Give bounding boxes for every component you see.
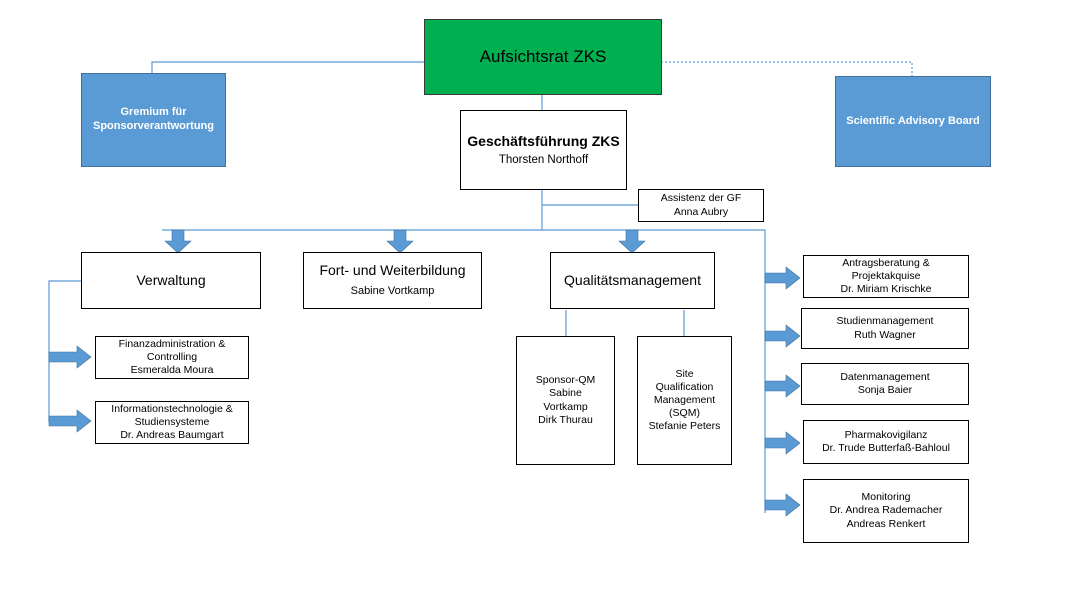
site-qm-line4: (SQM)	[669, 407, 700, 420]
connector-board-advisory	[661, 61, 913, 76]
study-management-line2: Ruth Wagner	[854, 328, 916, 341]
sponsor-qm-line2: Sabine	[549, 387, 582, 400]
it-box: Informationstechnologie & Studiensysteme…	[95, 401, 249, 444]
quality-box: Qualitätsmanagement	[550, 252, 715, 309]
it-line1: Informationstechnologie &	[111, 402, 233, 415]
site-qm-line1: Site	[675, 367, 694, 380]
arrow-right-proposal	[764, 266, 801, 290]
connector-distribution-bar	[162, 229, 766, 513]
arrow-right-monitoring	[764, 493, 801, 517]
admin-title: Verwaltung	[136, 271, 206, 288]
sponsor-qm-box: Sponsor-QM Sabine Vortkamp Dirk Thurau	[516, 336, 615, 465]
assistant-person: Anna Aubry	[673, 205, 729, 218]
arrow-down-training	[386, 229, 414, 254]
study-management-box: Studienmanagement Ruth Wagner	[801, 308, 969, 349]
arrow-right-study	[764, 324, 801, 348]
monitoring-line2: Dr. Andrea Rademacher	[829, 504, 943, 517]
arrow-down-quality	[618, 229, 646, 254]
data-management-box: Datenmanagement Sonja Baier	[801, 363, 969, 405]
finance-person: Esmeralda Moura	[130, 364, 214, 377]
board-box: Aufsichtsrat ZKS	[424, 19, 662, 95]
site-qm-line2: Qualification	[655, 380, 714, 393]
arrow-right-pv	[764, 431, 801, 455]
arrow-right-data	[764, 374, 801, 398]
finance-line1: Finanzadministration &	[118, 337, 226, 350]
monitoring-box: Monitoring Dr. Andrea Rademacher Andreas…	[803, 479, 969, 543]
pharmacovigilance-box: Pharmakovigilanz Dr. Trude Butterfaß-Bah…	[803, 420, 969, 464]
board-title: Aufsichtsrat ZKS	[479, 47, 607, 67]
training-box: Fort- und Weiterbildung Sabine Vortkamp	[303, 252, 482, 309]
management-title: Geschäftsführung ZKS	[467, 132, 620, 149]
study-management-line1: Studienmanagement	[836, 315, 934, 328]
connector-admin-side	[48, 280, 81, 422]
site-qm-box: Site Qualification Management (SQM) Stef…	[637, 336, 732, 465]
sponsor-qm-line4: Dirk Thurau	[538, 413, 593, 426]
management-box: Geschäftsführung ZKS Thorsten Northoff	[460, 110, 627, 190]
advisory-board-title: Scientific Advisory Board	[846, 114, 980, 127]
training-title: Fort- und Weiterbildung	[319, 262, 466, 279]
finance-line2: Controlling	[146, 350, 198, 363]
monitoring-line1: Monitoring	[861, 491, 911, 504]
it-person: Dr. Andreas Baumgart	[120, 429, 224, 442]
pharmacovigilance-line2: Dr. Trude Butterfaß-Bahloul	[822, 442, 950, 454]
it-line2: Studiensysteme	[134, 415, 210, 428]
data-management-line2: Sonja Baier	[857, 384, 913, 396]
sponsor-committee-line1: Gremium für	[120, 106, 187, 119]
advisory-board-box: Scientific Advisory Board	[835, 76, 991, 167]
connector-board-committee	[151, 61, 424, 73]
monitoring-line3: Andreas Renkert	[846, 517, 926, 530]
admin-box: Verwaltung	[81, 252, 261, 309]
site-qm-line5: Stefanie Peters	[648, 420, 721, 433]
arrow-right-finance	[48, 345, 92, 369]
proposal-line3: Dr. Miriam Krischke	[840, 283, 932, 296]
sponsor-committee-box: Gremium für Sponsorverantwortung	[81, 73, 226, 167]
sponsor-qm-line3: Vortkamp	[543, 400, 588, 413]
arrow-down-admin	[164, 229, 192, 254]
assistant-title: Assistenz der GF	[660, 192, 742, 205]
assistant-box: Assistenz der GF Anna Aubry	[638, 189, 764, 222]
training-person: Sabine Vortkamp	[350, 284, 435, 297]
management-person: Thorsten Northoff	[498, 154, 589, 167]
finance-box: Finanzadministration & Controlling Esmer…	[95, 336, 249, 379]
proposal-line2: Projektakquise	[851, 269, 921, 282]
quality-title: Qualitätsmanagement	[564, 271, 701, 288]
pharmacovigilance-line1: Pharmakovigilanz	[844, 428, 928, 441]
site-qm-line3: Management	[653, 393, 716, 406]
sponsor-committee-line2: Sponsorverantwortung	[92, 120, 214, 132]
proposal-box: Antragsberatung & Projektakquise Dr. Mir…	[803, 255, 969, 298]
sponsor-qm-line1: Sponsor-QM	[535, 374, 596, 387]
data-management-line1: Datenmanagement	[840, 370, 930, 383]
arrow-right-it	[48, 409, 92, 433]
proposal-line1: Antragsberatung &	[842, 256, 930, 269]
